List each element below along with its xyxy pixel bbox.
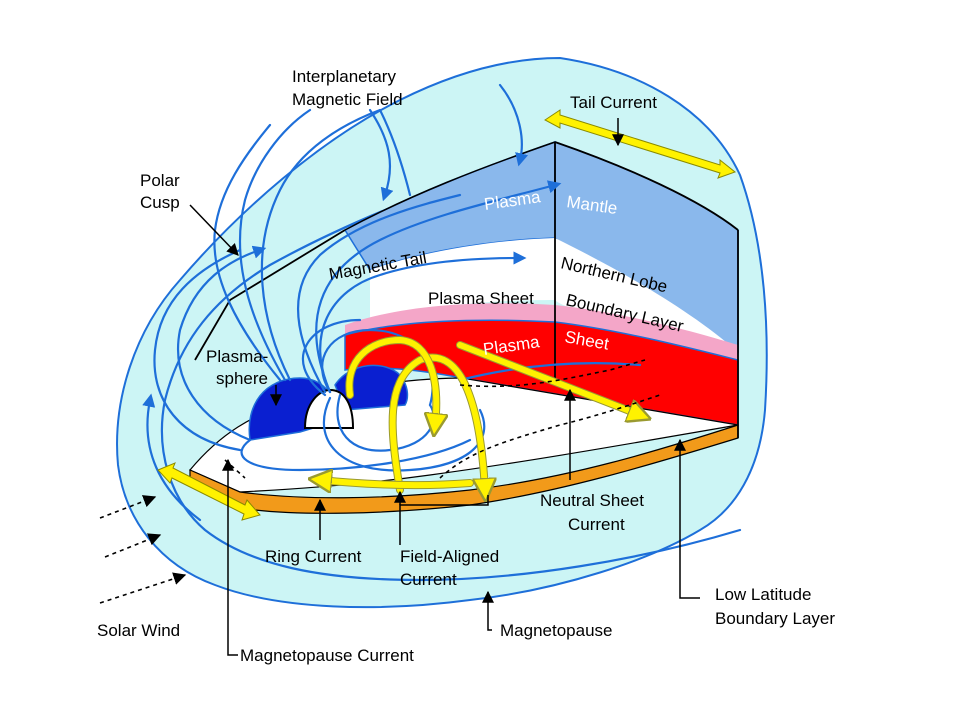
label-polar-cusp-1: Polar: [140, 171, 180, 190]
dipole-loop-2: [302, 318, 362, 397]
magnetopause-line: [160, 148, 742, 582]
label-polar-cusp-2: Cusp: [140, 193, 180, 212]
label-interplanetary-2: Magnetic Field: [292, 90, 403, 109]
tail-loop-line: [458, 362, 642, 382]
solar-wind-arrow-2: [104, 533, 162, 558]
dayside-field-line-1: [177, 245, 267, 442]
leader-field-aligned: [399, 495, 489, 545]
boundary-layer-region: [345, 303, 738, 360]
tail-current-arrow: [544, 109, 737, 179]
northern-lobe-region: [555, 238, 738, 352]
cut-edge-top: [554, 141, 739, 231]
imf-line-2: [498, 83, 529, 167]
label-solar-wind: Solar Wind: [97, 621, 180, 640]
label-neutral-sheet-2: Current: [568, 515, 625, 534]
leader-polar-cusp: [189, 204, 239, 256]
label-interplanetary-1: Interplanetary: [292, 67, 396, 86]
label-low-latitude-1: Low Latitude: [715, 585, 811, 604]
field-aligned-current-1: [389, 354, 485, 490]
cusp-field-line-2: [238, 108, 312, 382]
leader-magnetopause: [482, 590, 494, 631]
solar-wind-arrow-3: [99, 572, 187, 604]
cusp-cut-edge: [194, 229, 346, 361]
dayside-field-line-3: [142, 393, 202, 522]
label-low-latitude-2: Boundary Layer: [715, 609, 835, 628]
label-neutral-sheet-1: Neutral Sheet: [540, 491, 644, 510]
magnetopause-current-arrow: [157, 462, 261, 521]
tail-field-line-2: [297, 193, 462, 394]
dayside-field-line-2: [153, 248, 242, 452]
cut-edge-top-left: [344, 141, 556, 231]
magnetic-tail-line: [319, 251, 527, 394]
ring-current-arrow: [320, 480, 473, 485]
label-magnetopause-current: Magnetopause Current: [240, 646, 414, 665]
neutral-sheet-dotted-2: [439, 394, 661, 479]
label-plasmasphere-1: Plasma-: [206, 347, 268, 366]
equatorial-field-loop: [240, 438, 472, 472]
label-magnetopause: Magnetopause: [500, 621, 612, 640]
cusp-field-line-1: [260, 108, 382, 382]
solar-wind-arrow-1: [99, 495, 157, 519]
field-aligned-current-2: [346, 336, 436, 425]
leader-low-latitude: [674, 438, 700, 599]
imf-line-1: [378, 108, 412, 197]
imf-line-3: [368, 108, 394, 202]
label-tail-current: Tail Current: [570, 93, 657, 112]
neutral-sheet-current-arrow: [457, 342, 640, 415]
label-plasmasphere-2: sphere: [216, 369, 268, 388]
label-field-aligned-2: Current: [400, 570, 457, 589]
label-plasma-sheet-top: Plasma Sheet: [428, 289, 534, 308]
label-ring-current: Ring Current: [265, 547, 362, 566]
label-field-aligned-1: Field-Aligned: [400, 547, 499, 566]
leader-magnetopause-current: [222, 458, 238, 656]
tail-field-line-1: [315, 180, 562, 394]
